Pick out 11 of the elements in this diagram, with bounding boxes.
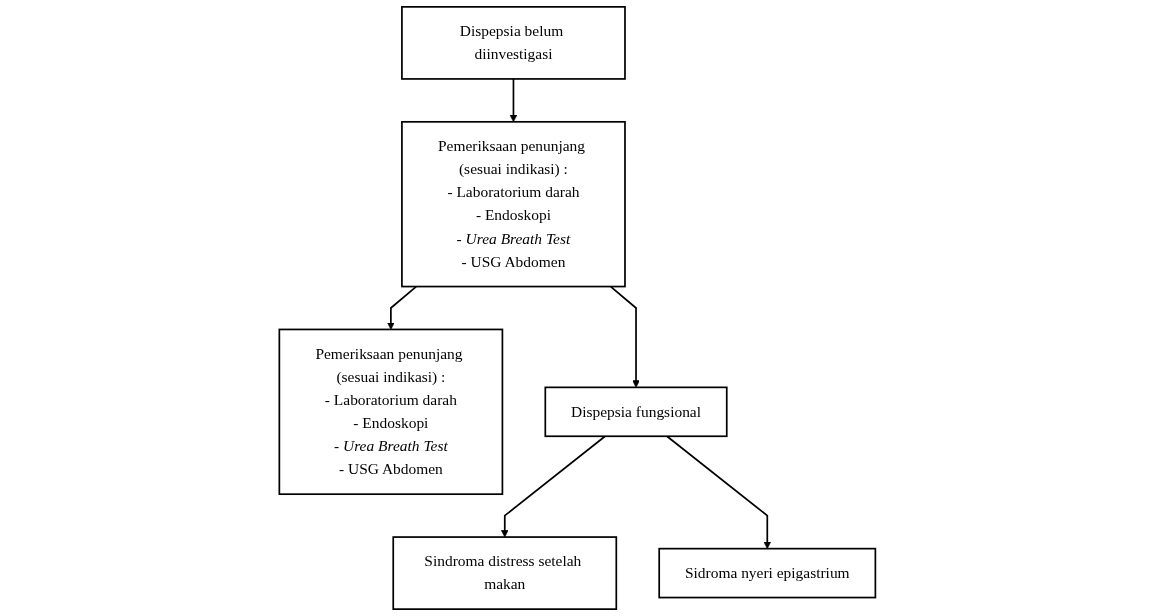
node-box: Pemeriksaan penunjang (sesuai indikasi) : - Laboratorium darah - Endoskopi - Urea Breath Test - USG Abdomen [278,328,504,496]
arrow [387,285,418,330]
arrow [666,435,772,549]
node-box: Dispepsia belum diinvestigasi [401,6,626,80]
node-box: Dispepsia fungsional [544,386,728,438]
arrow [501,435,607,538]
node-box: Sindroma distress setelah makan [392,536,618,610]
node-box: Sidroma nyeri epigastrium [658,547,877,599]
arrow [610,285,640,388]
arrow [509,78,518,123]
node-box: Pemeriksaan penunjang (sesuai indikasi) : - Laboratorium darah - Endoskopi - Urea Breath Test - USG Abdomen [401,120,626,288]
